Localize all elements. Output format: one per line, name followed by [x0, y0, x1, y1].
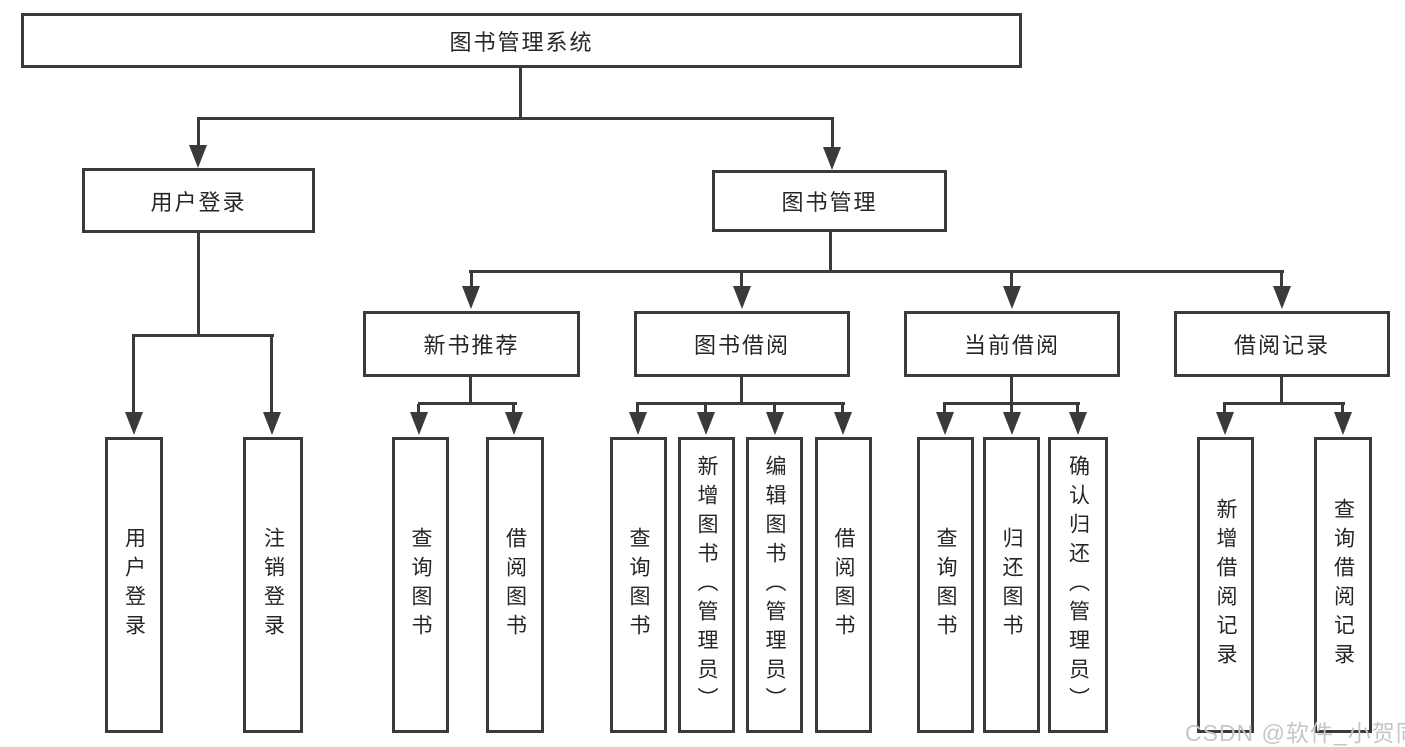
leaf-label: 编辑图书（管理员） [763, 454, 786, 716]
leaf-label: 新增借阅记录 [1214, 498, 1237, 672]
arrowhead-down [936, 412, 954, 435]
node-new-book-recommend: 新书推荐 [363, 311, 580, 377]
leaf-label: 借阅图书 [503, 527, 527, 643]
arrowhead-down [834, 412, 852, 435]
arrowhead-down [1003, 286, 1021, 309]
connector-stem [943, 404, 946, 414]
connector-stem [417, 404, 420, 414]
connector-stem [270, 337, 273, 415]
connector-stub [1280, 375, 1283, 404]
connector-root-stub [519, 68, 522, 120]
arrowhead-down [505, 412, 523, 435]
leaf-user-login: 用户登录 [105, 437, 163, 733]
connector-stem [470, 273, 473, 289]
connector-hbar [1223, 402, 1345, 405]
connector-hbar [636, 402, 845, 405]
leaf-label: 归还图书 [1000, 527, 1023, 643]
leaf-label: 查询图书 [934, 527, 957, 643]
connector-stem [512, 404, 515, 414]
connector-stem [740, 273, 743, 289]
node-borrow-records: 借阅记录 [1174, 311, 1390, 377]
connector-book-mgmt-hbar [469, 270, 1284, 273]
leaf-label: 查询图书 [409, 527, 432, 643]
connector-book-mgmt-stub [829, 232, 832, 272]
arrowhead-down [410, 412, 428, 435]
leaf-query-books-current: 查询图书 [917, 437, 974, 733]
connector-stem [773, 404, 776, 414]
leaf-query-books-recommend: 查询图书 [392, 437, 449, 733]
leaf-add-books-admin: 新增图书（管理员） [678, 437, 735, 733]
connector-stub [740, 375, 743, 404]
leaf-edit-books-admin: 编辑图书（管理员） [746, 437, 803, 733]
arrowhead-down [697, 412, 715, 435]
node-user-login: 用户登录 [82, 168, 315, 233]
csdn-watermark: CSDN @软件_小贺同学 [1185, 720, 1405, 746]
leaf-label: 注销登录 [261, 527, 285, 643]
connector-user-login-stub [197, 233, 200, 336]
arrowhead-down [1003, 412, 1021, 435]
leaf-label: 查询借阅记录 [1331, 498, 1355, 672]
arrowhead-down [1273, 286, 1291, 309]
arrowhead-down [629, 412, 647, 435]
leaf-query-borrow-record: 查询借阅记录 [1314, 437, 1372, 733]
arrowhead-down [1069, 412, 1087, 435]
leaf-borrow-books: 借阅图书 [815, 437, 872, 733]
node-book-management: 图书管理 [712, 170, 947, 232]
connector-root-hbar [197, 117, 834, 120]
connector-stem [1280, 273, 1283, 289]
connector-hbar [418, 402, 517, 405]
leaf-label: 确认归还（管理员） [1066, 454, 1090, 716]
leaf-return-books: 归还图书 [983, 437, 1040, 733]
connector-stem [197, 120, 200, 148]
node-current-borrow: 当前借阅 [904, 311, 1120, 377]
connector-stem [1341, 404, 1344, 414]
leaf-add-borrow-record: 新增借阅记录 [1197, 437, 1254, 733]
leaf-label: 新增图书（管理员） [695, 454, 718, 716]
leaf-borrow-books-recommend: 借阅图书 [486, 437, 544, 733]
connector-stem [1223, 404, 1226, 414]
arrowhead-down [1334, 412, 1352, 435]
connector-stub [1010, 375, 1013, 404]
leaf-label: 借阅图书 [832, 527, 855, 643]
arrowhead-down [263, 412, 281, 435]
connector-stem [636, 404, 639, 414]
connector-stem [704, 404, 707, 414]
leaf-confirm-return-admin: 确认归还（管理员） [1048, 437, 1108, 733]
connector-user-login-hbar [132, 334, 274, 337]
arrowhead-down [189, 145, 207, 168]
connector-stub [469, 375, 472, 404]
node-book-borrow: 图书借阅 [634, 311, 850, 377]
arrowhead-down [823, 147, 841, 170]
leaf-label: 用户登录 [122, 527, 146, 643]
leaf-logout: 注销登录 [243, 437, 303, 733]
connector-stem [1010, 273, 1013, 289]
connector-hbar [943, 402, 1080, 405]
arrowhead-down [766, 412, 784, 435]
connector-stem [132, 337, 135, 415]
leaf-label: 查询图书 [627, 527, 650, 643]
arrowhead-down [462, 286, 480, 309]
connector-stem [831, 120, 834, 150]
connector-stem [1010, 404, 1013, 414]
arrowhead-down [125, 412, 143, 435]
node-root: 图书管理系统 [21, 13, 1022, 68]
arrowhead-down [733, 286, 751, 309]
leaf-query-books-borrow: 查询图书 [610, 437, 667, 733]
arrowhead-down [1216, 412, 1234, 435]
connector-stem [1076, 404, 1079, 414]
connector-stem [841, 404, 844, 414]
